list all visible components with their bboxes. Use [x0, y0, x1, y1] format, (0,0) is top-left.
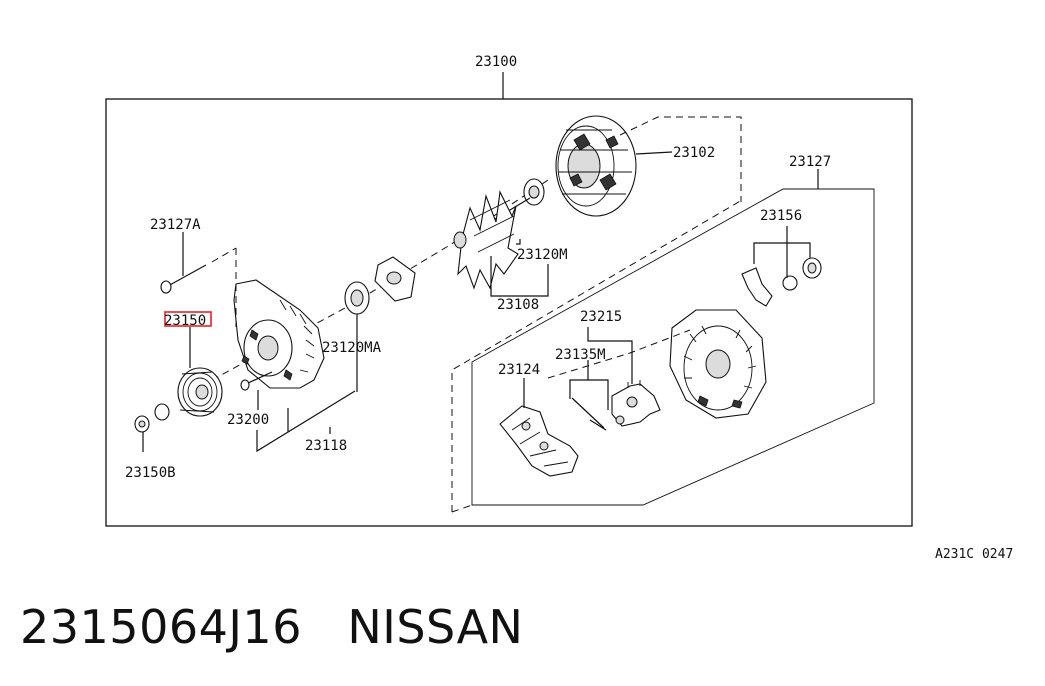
callout-23200[interactable]: 23200 — [227, 412, 269, 428]
screw-part[interactable] — [240, 371, 273, 391]
caption-gap — [302, 600, 347, 654]
callout-23127[interactable]: 23127 — [789, 154, 831, 170]
brush-spring-part[interactable] — [571, 397, 607, 431]
front-bearing-part[interactable] — [344, 281, 370, 315]
part-number: 2315064J16 — [20, 600, 302, 654]
callout-23102[interactable]: 23102 — [673, 145, 715, 161]
diagram-frame — [105, 98, 913, 527]
callout-23215[interactable]: 23215 — [580, 309, 622, 325]
brand-name: NISSAN — [347, 600, 524, 654]
terminal-bolt-part[interactable] — [741, 257, 822, 307]
callout-23120MA[interactable]: 23120MA — [322, 340, 382, 356]
callout-23108[interactable]: 23108 — [497, 297, 539, 313]
callout-23150[interactable]: 23150 — [164, 313, 206, 329]
regulator-part[interactable] — [499, 405, 579, 477]
pulley-part[interactable] — [177, 367, 223, 417]
rear-housing-part[interactable] — [669, 309, 767, 419]
callout-23127A[interactable]: 23127A — [150, 217, 201, 233]
part-number-caption: 2315064J16 NISSAN — [20, 600, 523, 654]
highlight-box — [164, 311, 212, 327]
brush-holder-part[interactable] — [611, 380, 661, 427]
callout-23156[interactable]: 23156 — [760, 208, 802, 224]
through-bolt-part[interactable] — [160, 264, 207, 294]
rear-group-outline — [471, 188, 875, 506]
callout-23135M[interactable]: 23135M — [555, 347, 606, 363]
callout-23124[interactable]: 23124 — [498, 362, 540, 378]
diagram-reference-code: A231C 0247 — [935, 547, 1013, 562]
front-housing-part[interactable] — [233, 279, 325, 389]
callout-23118[interactable]: 23118 — [305, 438, 347, 454]
bearing-retainer-part[interactable] — [374, 256, 416, 302]
rotor-coil-part[interactable] — [555, 115, 637, 217]
callout-23120M[interactable]: 23120M — [517, 247, 568, 263]
pulley-nut-part[interactable] — [134, 403, 170, 433]
rotor-shaft-part[interactable] — [453, 178, 545, 290]
callout-23150B[interactable]: 23150B — [125, 465, 176, 481]
callout-23100[interactable]: 23100 — [475, 54, 517, 70]
